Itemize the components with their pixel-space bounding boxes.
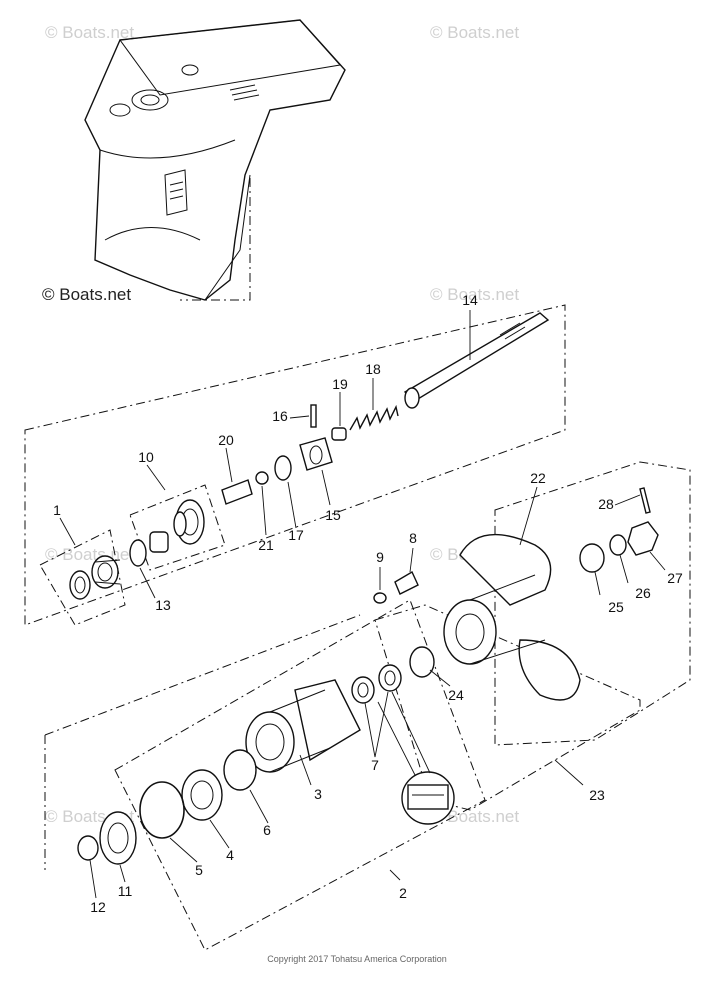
callout-21: 21 [258, 537, 274, 553]
callouts: 1 2 3 4 5 6 7 8 9 10 11 12 13 14 15 16 1… [53, 292, 683, 915]
gear-case-housing [84, 19, 346, 301]
callout-3: 3 [314, 786, 322, 802]
ball-part-21 [255, 471, 269, 485]
callout-15: 15 [325, 507, 341, 523]
watermark: © Boats.net [45, 545, 134, 564]
leader-lines [59, 310, 666, 899]
spacer-part-19 [331, 427, 347, 441]
washer-part-12 [77, 835, 99, 861]
plunger-part-20 [221, 479, 253, 505]
part-1-box [39, 529, 126, 626]
callout-9: 9 [376, 549, 384, 565]
watermark-dark: © Boats.net [42, 285, 131, 304]
callout-2: 2 [399, 885, 407, 901]
callout-20: 20 [218, 432, 234, 448]
pin-part-16 [310, 404, 317, 428]
propeller-shaft-part-14 [403, 312, 550, 409]
washer-part-26 [609, 534, 627, 556]
forward-gear-part-11 [99, 811, 137, 865]
pinion-gear-part-10 [149, 499, 205, 553]
washer-part-9 [373, 592, 387, 604]
callout-17: 17 [288, 527, 304, 543]
callout-5: 5 [195, 862, 203, 878]
o-ring-part-13 [129, 539, 147, 567]
copyright-text: Copyright 2017 Tohatsu America Corporati… [267, 954, 446, 964]
watermark: © Boats.net [430, 23, 519, 42]
nut-part-27 [627, 521, 659, 556]
clutch-part-15 [299, 437, 333, 471]
bearing-part-4 [181, 769, 223, 821]
watermark: © Boats.net [430, 285, 519, 304]
callout-14: 14 [462, 292, 478, 308]
callout-18: 18 [365, 361, 381, 377]
callout-24: 24 [448, 687, 464, 703]
bushing-part-6 [223, 749, 257, 791]
callout-19: 19 [332, 376, 348, 392]
oil-seals-part-7 [351, 664, 402, 704]
callout-6: 6 [263, 822, 271, 838]
callout-1: 1 [53, 502, 61, 518]
callout-22: 22 [530, 470, 546, 486]
propeller-kit-boundary [494, 461, 691, 746]
outer-lower-boundary [44, 614, 361, 870]
spacer-part-25 [579, 543, 605, 573]
callout-4: 4 [226, 847, 234, 863]
seal-detail-inset [377, 691, 455, 825]
callout-27: 27 [667, 570, 683, 586]
callout-26: 26 [635, 585, 651, 601]
callout-23: 23 [589, 787, 605, 803]
o-ring-part-5 [139, 781, 185, 839]
callout-13: 13 [155, 597, 171, 613]
spacer-part-24 [409, 646, 435, 678]
bolt-part-8 [394, 571, 419, 595]
callout-7: 7 [371, 757, 379, 773]
callout-10: 10 [138, 449, 154, 465]
callout-8: 8 [409, 530, 417, 546]
callout-28: 28 [598, 496, 614, 512]
ring-part-17 [274, 455, 292, 481]
callout-25: 25 [608, 599, 624, 615]
watermark: © Boats.net [45, 23, 134, 42]
upper-kit-boundary [24, 304, 566, 626]
callout-16: 16 [272, 408, 288, 424]
lower-kit-boundary [114, 599, 486, 951]
watermark: © Boats.net [430, 807, 519, 826]
bearing-part-1 [69, 555, 121, 600]
spring-part-18 [349, 404, 399, 431]
callout-12: 12 [90, 899, 106, 915]
propeller-part-22 [443, 533, 581, 701]
bearing-housing-part-3 [245, 679, 361, 773]
callout-11: 11 [118, 883, 133, 899]
cotter-pin-part-28 [639, 487, 651, 514]
